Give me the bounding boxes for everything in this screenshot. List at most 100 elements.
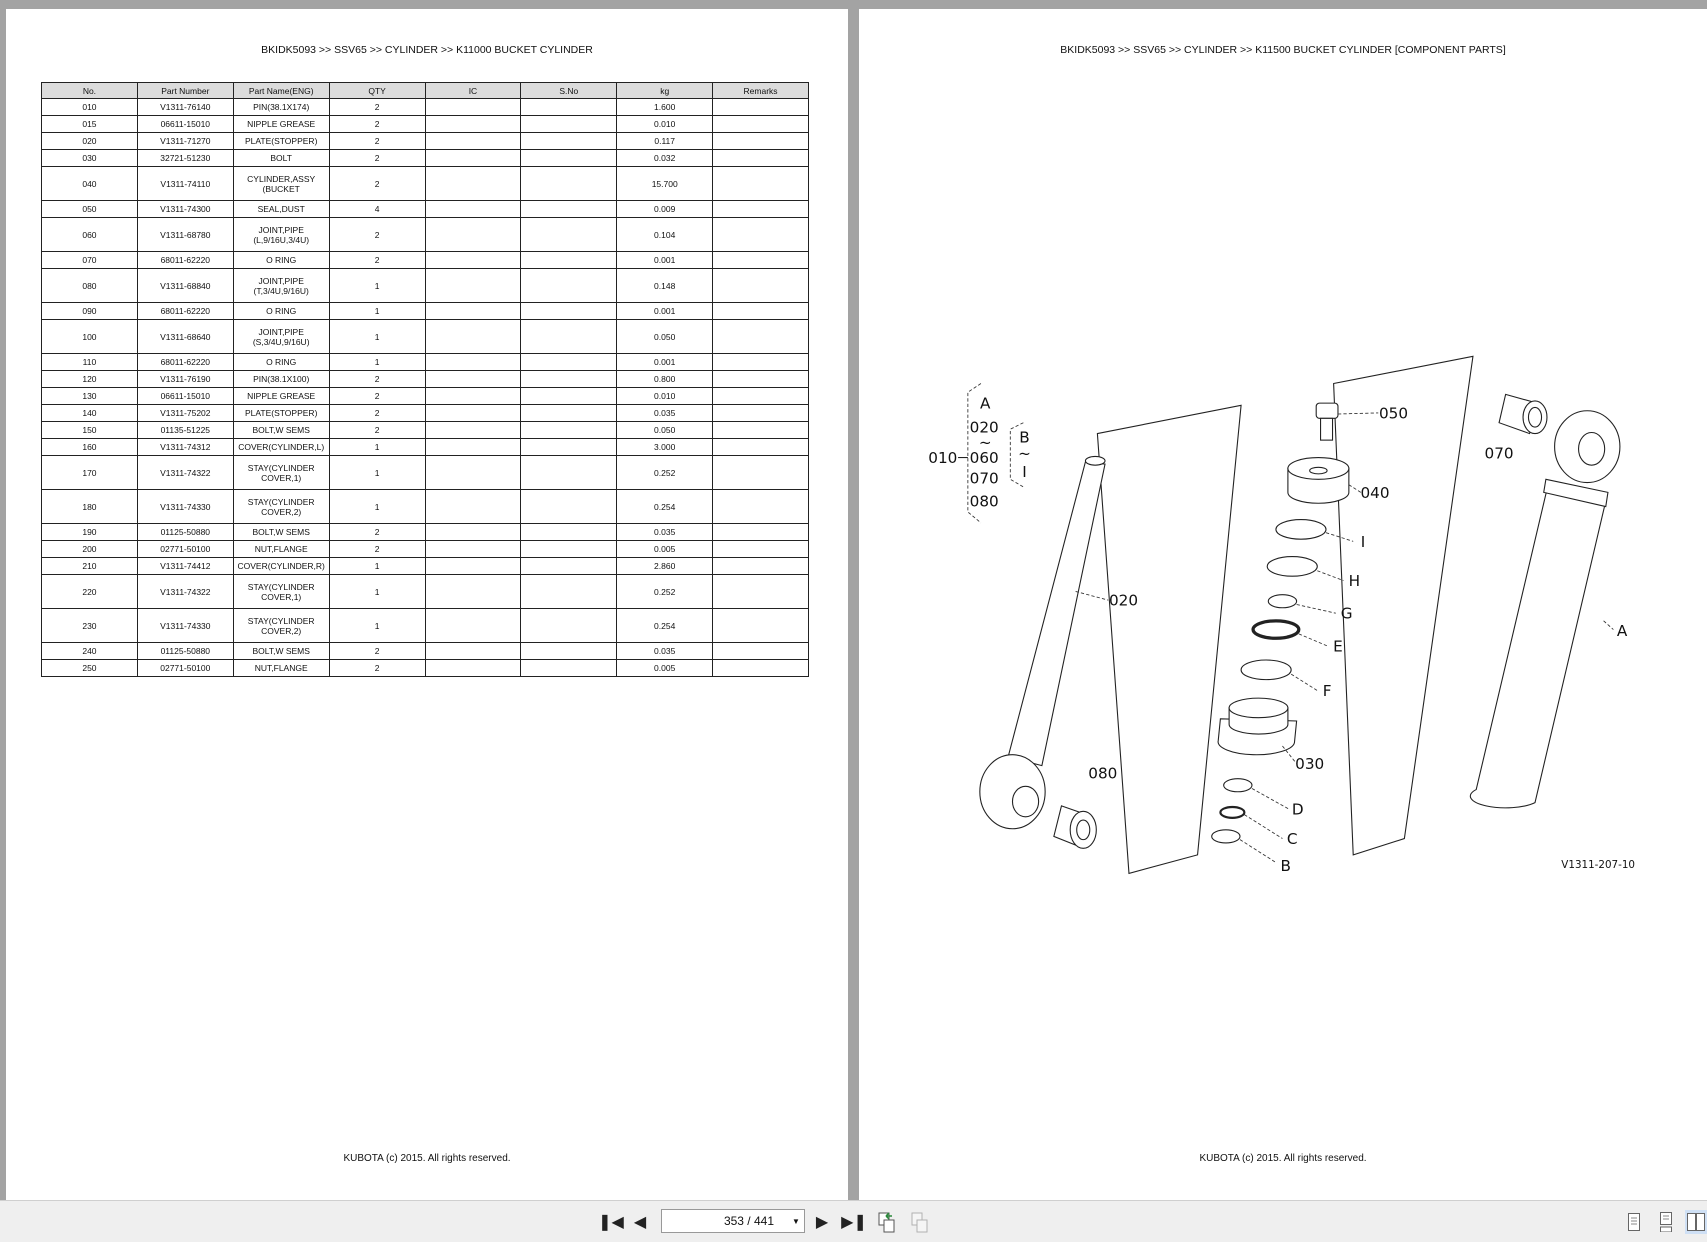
callout-H: H [1349, 572, 1360, 590]
part-name-line: NIPPLE GREASE [247, 119, 316, 129]
part-number-cell: V1311-75202 [136, 404, 234, 422]
part-name-line: BOLT [270, 153, 292, 163]
serial-cell [520, 455, 618, 490]
part-number-cell: V1311-74412 [136, 557, 234, 575]
part-number-cell: V1311-74312 [136, 438, 234, 456]
pdf-page-right: BKIDK5093 >> SSV65 >> CYLINDER >> K11500… [859, 9, 1707, 1200]
qty-cell: 2 [328, 115, 426, 133]
label-A: A [980, 395, 991, 413]
label-070: 070 [970, 470, 999, 488]
remarks-cell [712, 319, 809, 354]
part-name-line: STAY(CYLINDER [247, 615, 315, 626]
viewer-toolbar: ❚◀ ◀ 353 / 441 ▼ ▶ ▶❚ [0, 1200, 1707, 1242]
bracket-sub [1009, 422, 1024, 488]
ic-cell [424, 251, 522, 269]
ic-cell [424, 115, 522, 133]
serial-cell [520, 557, 618, 575]
part-name-line: COVER(CYLINDER,L) [238, 442, 325, 452]
weight-cell: 0.104 [616, 217, 714, 252]
label-020: 020 [970, 419, 999, 437]
part-no-cell: 100 [41, 319, 138, 354]
part-name-line: NIPPLE GREASE [247, 391, 316, 401]
part-number-cell: 01125-50880 [136, 523, 234, 541]
callout-leaders [1075, 412, 1614, 863]
ic-cell [424, 149, 522, 167]
callout-040: 040 [1360, 484, 1389, 502]
continuous-view-button[interactable] [1655, 1210, 1677, 1234]
part-name-cell: NIPPLE GREASE [232, 387, 330, 405]
part-number-cell: V1311-76140 [136, 98, 234, 116]
weight-cell: 3.000 [616, 438, 714, 456]
part-name-cell: O RING [232, 302, 330, 320]
next-view-button[interactable] [909, 1211, 931, 1233]
part-number-cell: 68011-62220 [136, 353, 234, 371]
column-header: IC [424, 82, 522, 99]
part-number-cell: 68011-62220 [136, 251, 234, 269]
part-number-cell: V1311-74330 [136, 608, 234, 643]
part-number-cell: V1311-71270 [136, 132, 234, 150]
last-page-button[interactable]: ▶❚ [841, 1211, 867, 1233]
single-page-view-button[interactable] [1623, 1210, 1645, 1234]
part-no-cell: 080 [41, 268, 138, 303]
column-header: QTY [328, 82, 426, 99]
remarks-cell [712, 557, 809, 575]
label-010: 010 [928, 449, 957, 467]
part-number-cell: 01125-50880 [136, 642, 234, 660]
part-name-cell: JOINT,PIPE(T,3/4U,9/16U) [232, 268, 330, 303]
facing-pages-view-button[interactable] [1685, 1210, 1707, 1234]
part-no-cell: 180 [41, 489, 138, 524]
previous-page-button[interactable]: ◀ [630, 1211, 650, 1233]
weight-cell: 0.001 [616, 251, 714, 269]
remarks-cell [712, 523, 809, 541]
weight-cell: 0.035 [616, 523, 714, 541]
part-name-cell: PLATE(STOPPER) [232, 404, 330, 422]
ic-cell [424, 302, 522, 320]
part-no-cell: 070 [41, 251, 138, 269]
part-number-cell: V1311-68840 [136, 268, 234, 303]
part-no-cell: 130 [41, 387, 138, 405]
ring-I [1275, 519, 1327, 540]
ring-H [1266, 556, 1318, 577]
qty-cell: 2 [328, 217, 426, 252]
part-name-line: COVER,2) [261, 625, 302, 636]
page-number-input[interactable]: 353 / 441 ▼ [661, 1209, 805, 1233]
part-name-line: COVER(CYLINDER,R) [237, 561, 325, 571]
remarks-cell [712, 302, 809, 320]
ic-cell [424, 98, 522, 116]
part-number-cell: 06611-15010 [136, 387, 234, 405]
part-name-line: STAY(CYLINDER [247, 496, 315, 507]
part-no-cell: 170 [41, 455, 138, 490]
serial-cell [520, 149, 618, 167]
bolt-050 [1315, 402, 1339, 441]
part-name-line: O RING [266, 306, 297, 316]
part-name-line: CYLINDER,ASSY [247, 173, 316, 184]
part-no-cell: 240 [41, 642, 138, 660]
qty-cell: 2 [328, 642, 426, 660]
first-page-button[interactable]: ❚◀ [598, 1211, 624, 1233]
column-header: Part Number [136, 82, 234, 99]
part-name-line: STAY(CYLINDER [247, 581, 315, 592]
serial-cell [520, 438, 618, 456]
part-no-cell: 030 [41, 149, 138, 167]
ic-cell [424, 217, 522, 252]
weight-cell: 0.035 [616, 404, 714, 422]
part-name-cell: O RING [232, 353, 330, 371]
qty-cell: 2 [328, 659, 426, 677]
next-page-button[interactable]: ▶ [812, 1211, 832, 1233]
callout-020: 020 [1109, 592, 1138, 610]
serial-cell [520, 523, 618, 541]
weight-cell: 0.010 [616, 387, 714, 405]
part-no-cell: 010 [41, 98, 138, 116]
previous-view-button[interactable] [876, 1211, 898, 1233]
ring-C [1219, 805, 1246, 819]
serial-cell [520, 387, 618, 405]
chevron-down-icon[interactable]: ▼ [792, 1216, 800, 1226]
serial-cell [520, 217, 618, 252]
